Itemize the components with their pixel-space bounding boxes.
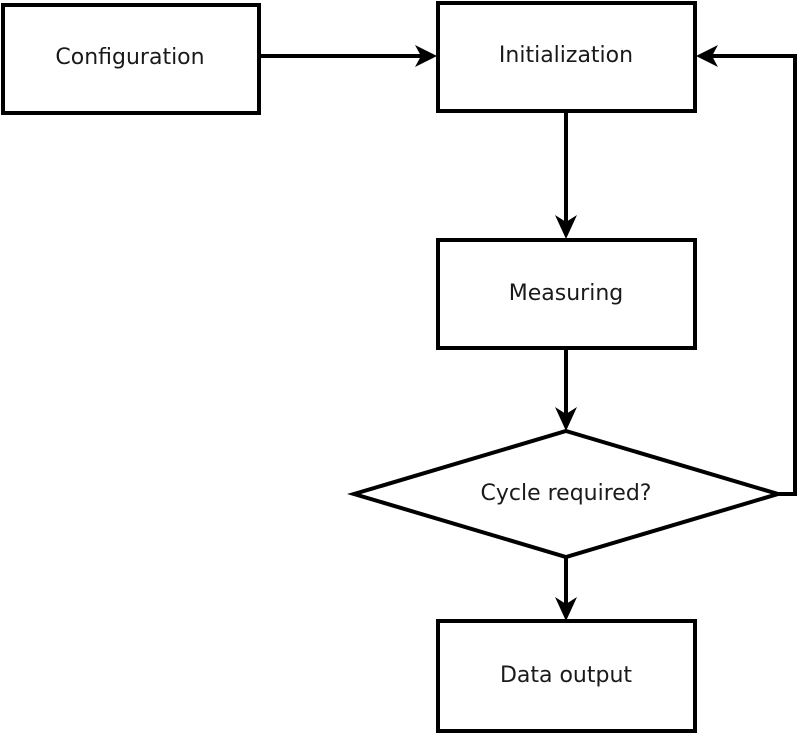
data-output-label: Data output <box>500 663 632 688</box>
edge-initialization-to-measuring <box>555 111 577 239</box>
edge-configuration-to-initialization <box>261 45 437 67</box>
edge-measuring-to-cycle-required <box>555 348 577 431</box>
cycle-required-diamond[interactable] <box>346 428 786 560</box>
arrowhead-into-initialization-right <box>696 45 718 67</box>
arrowhead-into-data-output-top <box>555 597 577 621</box>
measuring-label: Measuring <box>509 281 623 306</box>
initialization-box[interactable] <box>436 1 697 113</box>
node-cycle-required[interactable]: Cycle required? <box>346 428 786 560</box>
edge-cycle-required-to-data-output <box>555 555 577 621</box>
node-configuration[interactable]: Configuration <box>1 3 261 115</box>
arrowhead-into-measuring-top <box>555 215 577 239</box>
cycle-required-label: Cycle required? <box>481 481 652 506</box>
node-measuring[interactable]: Measuring <box>436 238 697 350</box>
arrowhead-into-cycle-required-top <box>555 407 577 431</box>
node-data-output[interactable]: Data output <box>436 619 697 733</box>
measuring-box[interactable] <box>436 238 697 350</box>
node-initialization[interactable]: Initialization <box>436 1 697 113</box>
configuration-box[interactable] <box>1 3 261 115</box>
initialization-label: Initialization <box>499 43 633 68</box>
data-output-box[interactable] <box>436 619 697 733</box>
arrowhead-into-initialization-left <box>415 45 437 67</box>
configuration-label: Configuration <box>55 45 204 70</box>
